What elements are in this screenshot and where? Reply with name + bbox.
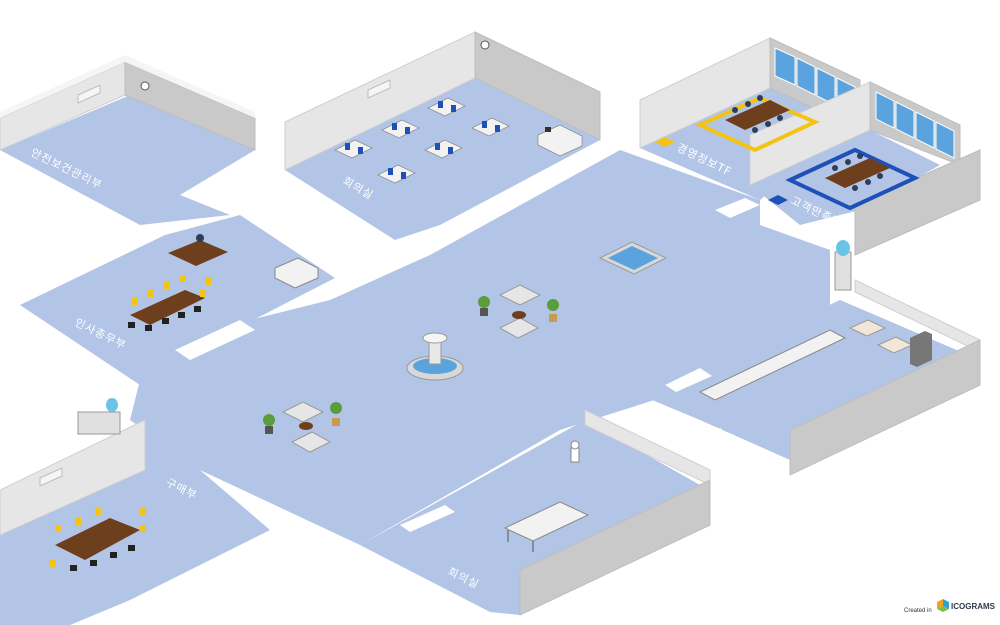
- desk: [168, 240, 228, 266]
- safety-wall-right: [124, 61, 256, 151]
- monitor-icon: [448, 147, 453, 154]
- monitor-group: [345, 101, 500, 179]
- conference-table: [825, 158, 890, 188]
- floor-gap-1: [175, 320, 255, 360]
- sofa-set-left: [263, 401, 342, 453]
- monitor-icon: [482, 121, 487, 128]
- chair-group: [70, 545, 135, 571]
- icograms-logo-icon: [937, 599, 949, 612]
- bottom-meeting-table: [503, 501, 590, 552]
- monitor-icon: [435, 143, 440, 150]
- air-conditioner-icon: [39, 467, 63, 487]
- right-wall-upper: [854, 149, 981, 256]
- yellow-zone-outline: [695, 95, 820, 153]
- wall-clock-icon: [480, 40, 490, 50]
- purchasing-conference: [50, 508, 146, 571]
- conference-table: [55, 518, 140, 560]
- monitor-icon: [438, 101, 443, 108]
- floor-gap-5: [715, 198, 760, 218]
- floor-gap-2: [400, 505, 455, 532]
- monitor-icon: [345, 143, 350, 150]
- air-conditioner-icon: [367, 79, 391, 99]
- sofa: [848, 319, 887, 337]
- long-counter: [698, 329, 847, 401]
- person-icon: [196, 234, 204, 242]
- meeting-bottom-wall-right: [519, 479, 711, 616]
- monitor-icon: [545, 127, 551, 132]
- monitor-icon: [451, 105, 456, 112]
- chair-group: [132, 275, 211, 305]
- purchasing-wall-left: [0, 419, 146, 536]
- wall-fixtures: [39, 40, 490, 487]
- sofa-set-center: [478, 284, 559, 339]
- safety-room-floor: [0, 95, 255, 225]
- management-meeting-area: [655, 95, 820, 153]
- cabinet: [274, 257, 319, 289]
- credit-badge: Created in ICOGRAMS: [904, 599, 996, 614]
- walls: [0, 31, 981, 616]
- lounge-wall-right: [789, 339, 981, 476]
- lounge-furniture: [698, 319, 932, 401]
- meeting-top-floor: [285, 78, 600, 240]
- monitor-icon: [401, 172, 406, 179]
- vending-machine: [910, 331, 932, 367]
- monitor-icon: [358, 147, 363, 154]
- chair-group: [128, 306, 201, 331]
- floor-gap-4: [665, 368, 712, 392]
- hr-conference: [128, 234, 319, 331]
- plant-icon: [547, 299, 559, 322]
- meeting-top-wall-right: [474, 31, 601, 141]
- wall-clock-icon: [140, 81, 150, 91]
- monitor-icon: [405, 127, 410, 134]
- plant-icon: [478, 296, 490, 316]
- pond-icon: [598, 241, 668, 275]
- plant-icon: [263, 414, 275, 434]
- blue-marker: [768, 195, 788, 205]
- monitor-icon: [392, 123, 397, 130]
- robot-icon: [570, 440, 580, 463]
- conference-table: [130, 290, 205, 325]
- people-group: [832, 153, 883, 191]
- plant-icon: [330, 402, 342, 426]
- yellow-marker: [655, 137, 675, 147]
- people-group: [732, 95, 783, 133]
- credit-brand: ICOGRAMS: [951, 602, 996, 611]
- customer-meeting-area: [768, 147, 920, 211]
- purchasing-floor: [0, 420, 270, 625]
- conference-table: [725, 100, 790, 130]
- floor-gap-3: [455, 198, 515, 228]
- air-conditioner-icon: [77, 84, 101, 104]
- reception-counter: [537, 124, 583, 157]
- water-dispenser-icon: [77, 398, 121, 435]
- fountain-icon: [406, 332, 464, 381]
- monitor-icon: [388, 168, 393, 175]
- credit-prefix: Created in: [904, 608, 932, 614]
- monitor-icon: [495, 125, 500, 132]
- customer-windows: [875, 91, 955, 159]
- water-dispenser-icon: [834, 240, 852, 291]
- chair-group: [50, 508, 146, 567]
- blue-zone-outline: [785, 147, 920, 211]
